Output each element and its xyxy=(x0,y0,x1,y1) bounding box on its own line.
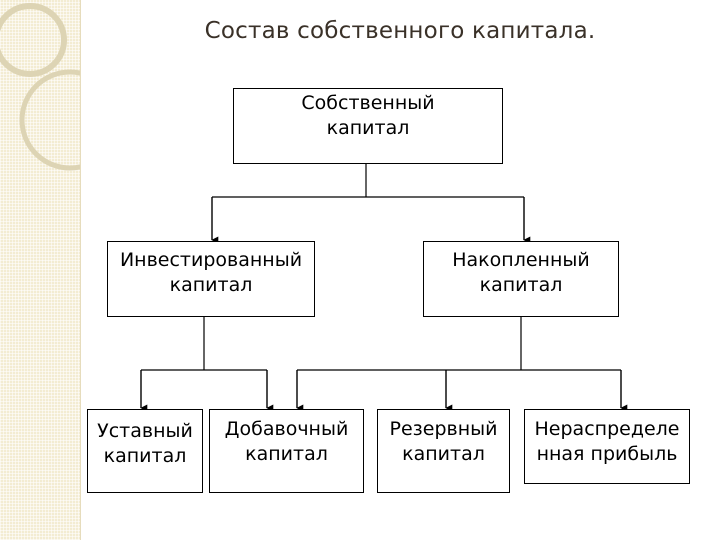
node-accumulated-capital: Накопленный капитал xyxy=(423,241,619,317)
node-charter-capital: Уставный капитал xyxy=(87,409,203,493)
decorative-side-strip xyxy=(0,0,80,540)
decorative-circles xyxy=(0,3,80,171)
decorative-circle-lower xyxy=(19,69,80,171)
node-reserve-capital: Резервный капитал xyxy=(377,409,510,493)
node-additional-capital: Добавочный капитал xyxy=(209,409,364,493)
node-retained-earnings: Нераспределе нная прибыль xyxy=(524,409,690,484)
node-equity-capital: Собственный капитал xyxy=(233,88,503,164)
node-invested-capital: Инвестированный капитал xyxy=(107,241,315,317)
page-title: Состав собственного капитала. xyxy=(204,18,596,44)
decorative-circle-upper xyxy=(0,3,67,77)
strip-edge-line xyxy=(80,0,81,540)
